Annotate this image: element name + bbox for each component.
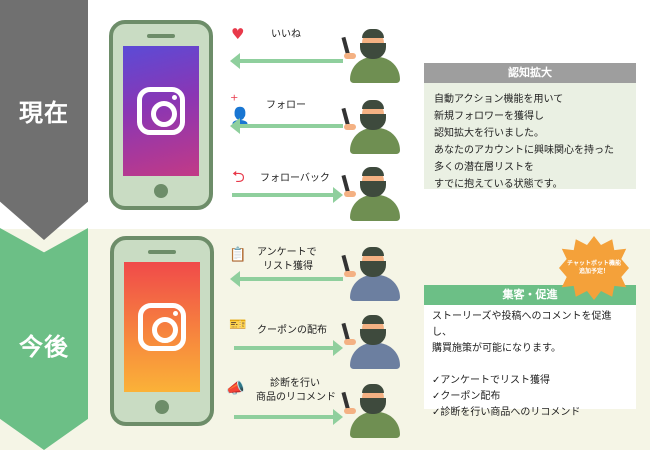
box-line: 新規フォロワーを獲得し: [434, 111, 544, 122]
phone-speaker: [147, 34, 175, 38]
box-line: ストーリーズや投稿へのコメントを促進し、: [432, 311, 612, 338]
box-line: ✓クーポン配布: [432, 391, 501, 402]
promotion-info-box: 集客・促進 ストーリーズや投稿へのコメントを促進し、 購買施策が可能になります。…: [424, 285, 636, 418]
phone-home-button: [154, 184, 168, 198]
instagram-icon: [138, 303, 186, 351]
arrow-right: [234, 409, 343, 425]
badge-line1: チャットボット機能: [567, 260, 621, 267]
person-figure: [341, 313, 402, 369]
box-line: 多くの潜在層リストを: [434, 162, 534, 173]
phone-screen: [123, 46, 199, 176]
return-arrow-icon: ⮌: [232, 167, 245, 186]
arrow-right: [232, 187, 343, 203]
action-coupon-label: クーポンの配布: [257, 325, 327, 336]
box-line: すでに抱えている状態です。: [434, 179, 563, 190]
promotion-box-text: ストーリーズや投稿へのコメントを促進し、 購買施策が可能になります。 ✓アンケー…: [424, 305, 636, 425]
person-figure: [341, 165, 402, 221]
coupon-icon: 🎫: [229, 317, 247, 333]
phone-speaker: [148, 250, 176, 254]
action-like-label: いいね: [271, 29, 301, 40]
box-line: ✓診断を行い商品へのリコメンド: [432, 407, 581, 418]
arrow-right: [234, 340, 343, 356]
future-label-text: 今後: [19, 332, 69, 361]
phone-home-button: [155, 400, 169, 414]
awareness-info-box: 認知拡大 自動アクション機能を用いて 新規フォロワーを獲得し 認知拡大を行いまし…: [424, 63, 636, 190]
arrow-left: [230, 118, 343, 134]
action-survey-line2: リスト獲得: [263, 261, 313, 272]
heart-icon: ♥: [231, 25, 245, 43]
future-label: 今後: [0, 228, 88, 450]
arrow-left: [230, 53, 343, 69]
now-label-text: 現在: [19, 98, 69, 127]
megaphone-icon: 📣: [226, 379, 245, 397]
person-figure: [341, 382, 402, 438]
smartphone-now: [109, 20, 213, 210]
phone-screen: [124, 262, 200, 392]
action-diagnosis-line2: 商品のリコメンド: [256, 392, 336, 403]
action-diagnosis-line1: 診断を行い: [270, 378, 320, 389]
box-line: 購買施策が可能になります。: [432, 343, 561, 354]
action-survey-line1: アンケートで: [257, 247, 317, 258]
box-line: あなたのアカウントに興味関心を持った: [434, 145, 614, 156]
awareness-box-title: 認知拡大: [424, 63, 636, 83]
smartphone-future: [110, 236, 214, 426]
person-figure: [341, 98, 402, 154]
instagram-icon: [137, 87, 185, 135]
action-follow-back-label: フォローバック: [260, 173, 330, 184]
survey-icon: 📋: [229, 247, 247, 263]
box-line: 認知拡大を行いました。: [434, 128, 544, 139]
box-line: [432, 357, 628, 373]
awareness-box-text: 自動アクション機能を用いて 新規フォロワーを獲得し 認知拡大を行いました。 あな…: [424, 83, 636, 201]
now-label: 現在: [0, 0, 88, 240]
person-figure: [341, 245, 402, 301]
box-line: ✓アンケートでリスト獲得: [432, 375, 550, 386]
arrow-left: [230, 271, 343, 287]
action-follow-label: フォロー: [266, 100, 306, 111]
box-line: 自動アクション機能を用いて: [434, 94, 564, 105]
badge-line2: 追加予定！: [578, 268, 609, 275]
person-figure: [341, 27, 402, 83]
